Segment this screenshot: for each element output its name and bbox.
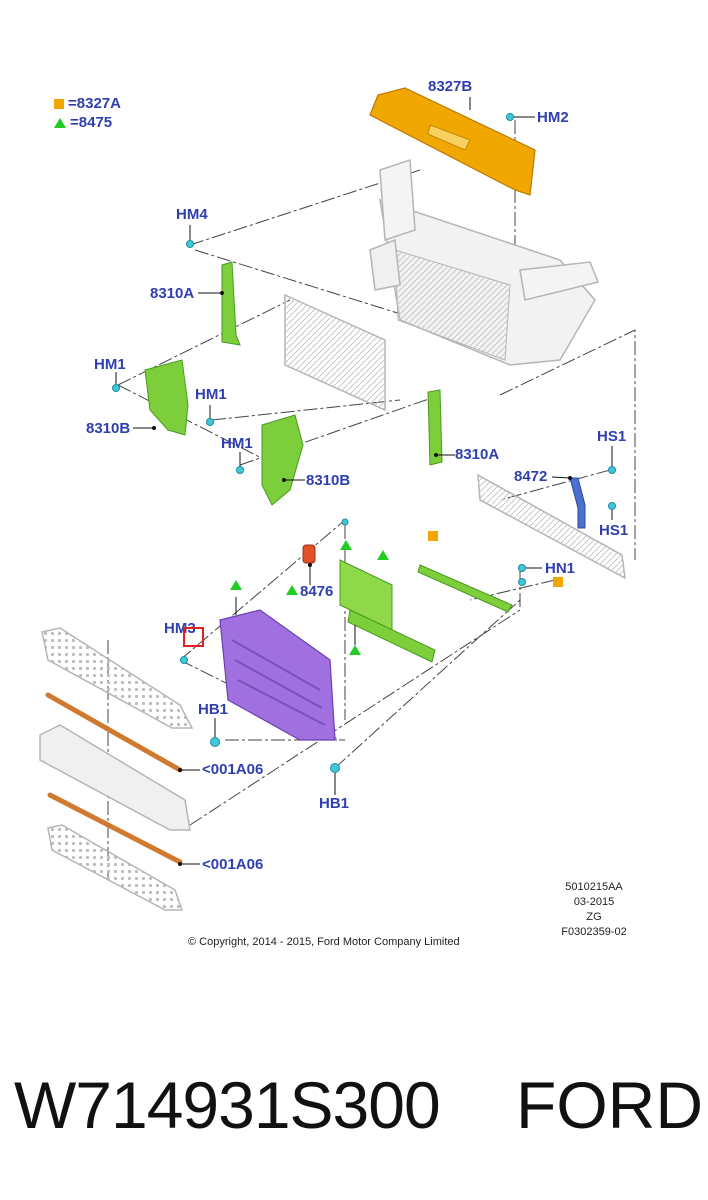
copyright-notice: © Copyright, 2014 - 2015, Ford Motor Com… [188,936,460,948]
bumper-reinforcement [477,473,626,580]
callout-001A06-top: <001A06 [202,761,264,778]
orange-square-icon [54,99,64,109]
brand-name: FORD [516,1068,703,1142]
part-number: W714931S300 [14,1068,441,1142]
air-deflectors-green [144,261,513,663]
drawing-meta: 5010215AA 03-2015 ZG F0302359-02 [548,880,640,940]
callout-8310B-left: 8310B [86,420,131,437]
callout-001A06-bottom: <001A06 [202,856,264,873]
grille-shutter-purple [219,609,336,741]
callout-8310A-right: 8310A [455,446,500,463]
callout-hm1-b: HM1 [195,386,227,403]
meta-ref: F0302359-02 [561,926,627,938]
callout-8476: 8476 [300,583,334,600]
callout-hm1-c: HM1 [221,435,253,452]
clip-8476 [302,544,316,564]
leader-dots [152,291,572,866]
callout-hm3: HM3 [164,620,196,637]
callout-8327B: 8327B [428,78,473,95]
triangle-markers-8475 [230,540,389,655]
diagram-drawing [39,87,636,911]
callout-hb1-left: HB1 [198,701,229,718]
green-triangle-icon [54,118,66,128]
callout-hn1: HN1 [545,560,576,577]
callout-8472: 8472 [514,468,548,485]
radiator-support-assembly [369,158,600,366]
upper-seal-8327B [369,87,536,196]
meta-date: 03-2015 [573,896,615,908]
legend-item-square: =8327A [54,96,121,112]
callout-8310B-mid: 8310B [306,472,351,489]
exploded-parts-diagram: =8327A =8475 8327B HM2 HM4 8310A HM1 HM1… [39,78,640,948]
callout-hb1-bottom: HB1 [319,795,350,812]
fastener-markers [112,113,616,773]
legend-item-triangle: =8475 [54,115,112,131]
meta-code: 5010215AA [565,881,623,893]
legend-text: =8475 [70,114,113,131]
legend-text: =8327A [68,95,121,112]
guide-lines [107,120,636,880]
callout-hm2: HM2 [537,109,569,126]
callout-hs1-bottom: HS1 [599,522,629,539]
condenser [284,293,386,412]
highlight-box [183,627,204,647]
square-markers-8327A [428,531,563,587]
front-grille-and-absorbers [39,627,194,911]
callout-hm4: HM4 [176,206,208,223]
bracket-8472 [569,477,586,529]
callout-hs1-top: HS1 [597,428,627,445]
callout-8310A-left: 8310A [150,285,195,302]
callout-hm1-a: HM1 [94,356,126,373]
leader-lines [115,97,613,865]
meta-zg: ZG [586,911,602,923]
